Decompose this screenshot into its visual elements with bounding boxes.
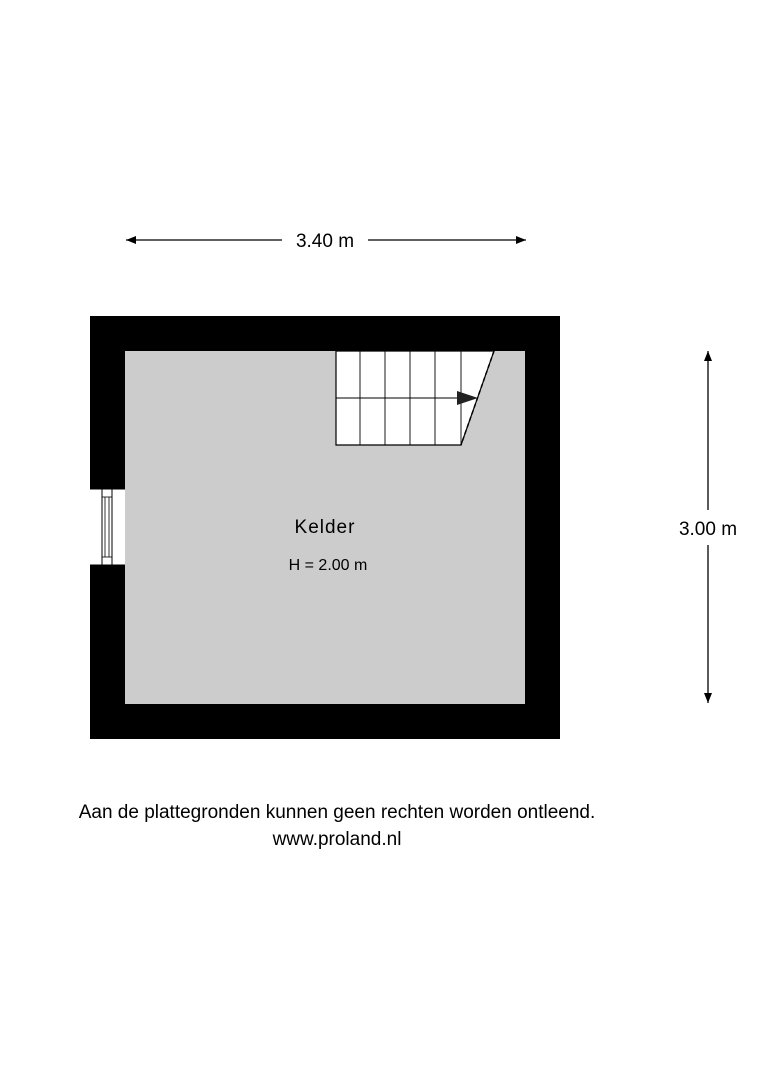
room-height: H = 2.00 m (289, 557, 368, 574)
height-dimension-label: 3.00 m (679, 519, 737, 540)
room-name: Kelder (295, 517, 356, 538)
width-dimension: 3.40 m (126, 231, 526, 252)
website-link[interactable]: www.proland.nl (272, 829, 402, 850)
stair-direction-arrow-icon (457, 391, 478, 405)
window (90, 488, 125, 566)
window-frame (101, 488, 113, 566)
height-dimension: 3.00 m (679, 351, 737, 703)
disclaimer-text: Aan de plattegronden kunnen geen rechten… (78, 802, 596, 823)
width-dimension-label: 3.40 m (296, 231, 354, 252)
staircase (335, 350, 495, 446)
